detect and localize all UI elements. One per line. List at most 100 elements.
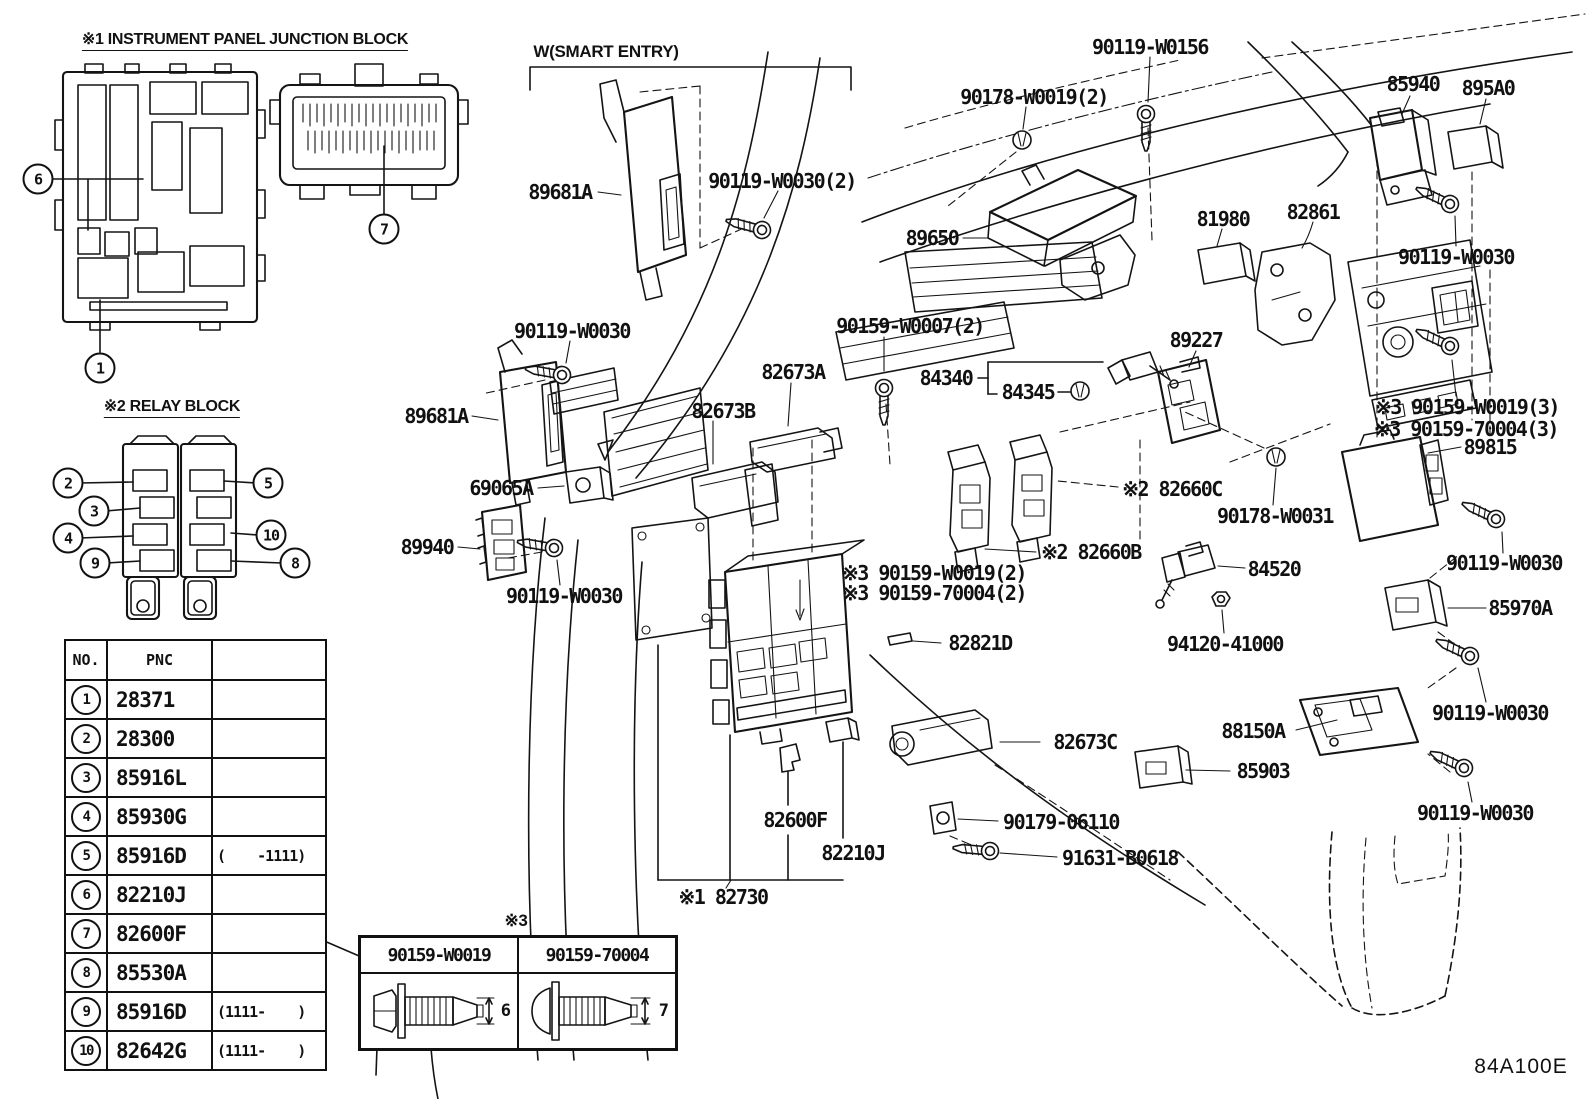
center-stack (1348, 240, 1492, 428)
pnc-code-cell: 85530A (106, 952, 213, 993)
pnc-no-cell: 5 (64, 835, 108, 876)
pnc-code-cell: 85916D (106, 991, 213, 1032)
part-label: 90119-W0030(2) (708, 169, 857, 193)
component-82660 (948, 435, 1118, 572)
pnc-no-circle: 10 (71, 1035, 101, 1066)
component-81980 (1198, 229, 1255, 284)
pnc-no-circle: 3 (71, 762, 101, 793)
pnc-no-cell: 9 (64, 991, 108, 1032)
callout-8: 8 (279, 547, 311, 579)
pnc-note-cell: (1111- ) (211, 1030, 327, 1071)
part-label: 90119-W0030 (1417, 801, 1534, 825)
pnc-note-cell (211, 757, 327, 798)
part-label: 90119-W0030 (1398, 245, 1515, 269)
bolt-length-dim: 6 (500, 1001, 511, 1021)
part-label: 89227 (1169, 328, 1224, 352)
callout-5: 5 (252, 467, 284, 499)
part-label: 84340 (919, 366, 974, 390)
part-label: ※2 82660B (1041, 540, 1142, 564)
component-89650 (963, 165, 1136, 300)
pnc-header-row: NO. PNC (64, 639, 327, 681)
pnc-code-cell: 28371 (106, 679, 213, 720)
pnc-no-cell: 1 (64, 679, 108, 720)
pnc-note-cell (211, 874, 327, 915)
pnc-note-cell (211, 952, 327, 993)
callout-3: 3 (78, 495, 110, 527)
part-label: 81980 (1196, 207, 1251, 231)
screw-col-1-header: 90159-W0019 (360, 937, 518, 973)
component-89815 (1185, 321, 1509, 553)
pnc-col-note-header (211, 639, 327, 681)
part-label: 84345 (1001, 380, 1056, 404)
part-label: 84520 (1247, 557, 1302, 581)
component-85940 (1370, 96, 1436, 205)
component-84520 (1156, 542, 1245, 633)
pnc-code-cell: 85916L (106, 757, 213, 798)
pnc-note-cell (211, 679, 327, 720)
pnc-code-cell: 82210J (106, 874, 213, 915)
pnc-no-cell: 6 (64, 874, 108, 915)
part-label: 82673B (691, 399, 756, 423)
component-82673A (750, 383, 842, 552)
component-82861 (1255, 222, 1335, 345)
callout-4: 4 (52, 522, 84, 554)
component-82730-assembly (632, 518, 864, 888)
part-label: 90119-W0030 (1432, 701, 1549, 725)
pnc-no-cell: 2 (64, 718, 108, 759)
part-label: 82210J (821, 841, 886, 865)
part-label: 85903 (1236, 759, 1291, 783)
callout-2: 2 (52, 467, 84, 499)
component-82673B (692, 421, 778, 560)
part-label: 91631-B0618 (1062, 846, 1179, 870)
pnc-col-pnc-header: PNC (106, 639, 213, 681)
part-label: ※3 90159-70004(2) (842, 581, 1027, 605)
part-label: 94120-41000 (1167, 632, 1284, 656)
part-label: 82821D (948, 631, 1013, 655)
part-label: 82673A (761, 360, 826, 384)
component-88150A (1296, 631, 1486, 802)
junction-block-drawing (52, 64, 265, 352)
fasteners-upper (482, 57, 1463, 394)
part-label: 85940 (1386, 72, 1441, 96)
part-label: 85970A (1488, 596, 1553, 620)
pnc-code-cell: 85916D (106, 835, 213, 876)
pnc-no-circle: 7 (71, 918, 101, 949)
smart-entry-label: W(SMART ENTRY) (533, 42, 679, 61)
component-82821D (888, 633, 941, 645)
callout-7: 7 (368, 213, 400, 245)
pnc-no-circle: 9 (71, 996, 101, 1027)
pnc-no-circle: 4 (71, 801, 101, 832)
pnc-col-no-header: NO. (64, 639, 108, 681)
part-label: 90119-W0156 (1092, 35, 1209, 59)
pnc-code-cell: 82642G (106, 1030, 213, 1071)
pnc-no-circle: 2 (71, 723, 101, 754)
junction-block-title: ※1 INSTRUMENT PANEL JUNCTION BLOCK (81, 29, 408, 51)
pnc-note-cell (211, 913, 327, 954)
screw-col-2-drawing: 7 (518, 973, 676, 1049)
part-label: 82600F (763, 808, 828, 832)
pnc-no-circle: 1 (71, 684, 101, 715)
pnc-note-cell: ( -1111) (211, 835, 327, 876)
part-label: 82673C (1053, 730, 1118, 754)
component-89940 (458, 505, 565, 585)
pnc-note-cell (211, 796, 327, 837)
part-label: 89681A (528, 180, 593, 204)
part-label: ※3 90159-W0019(2) (842, 561, 1027, 585)
pnc-code-cell: 85930G (106, 796, 213, 837)
part-label: 90159-W0007(2) (836, 314, 985, 338)
pnc-no-circle: 8 (71, 957, 101, 988)
component-89227 (1158, 351, 1220, 443)
dashboard-outline (322, 14, 1585, 1099)
part-label: 82861 (1286, 200, 1341, 224)
component-69065A (538, 467, 613, 503)
part-label: 89940 (400, 535, 455, 559)
